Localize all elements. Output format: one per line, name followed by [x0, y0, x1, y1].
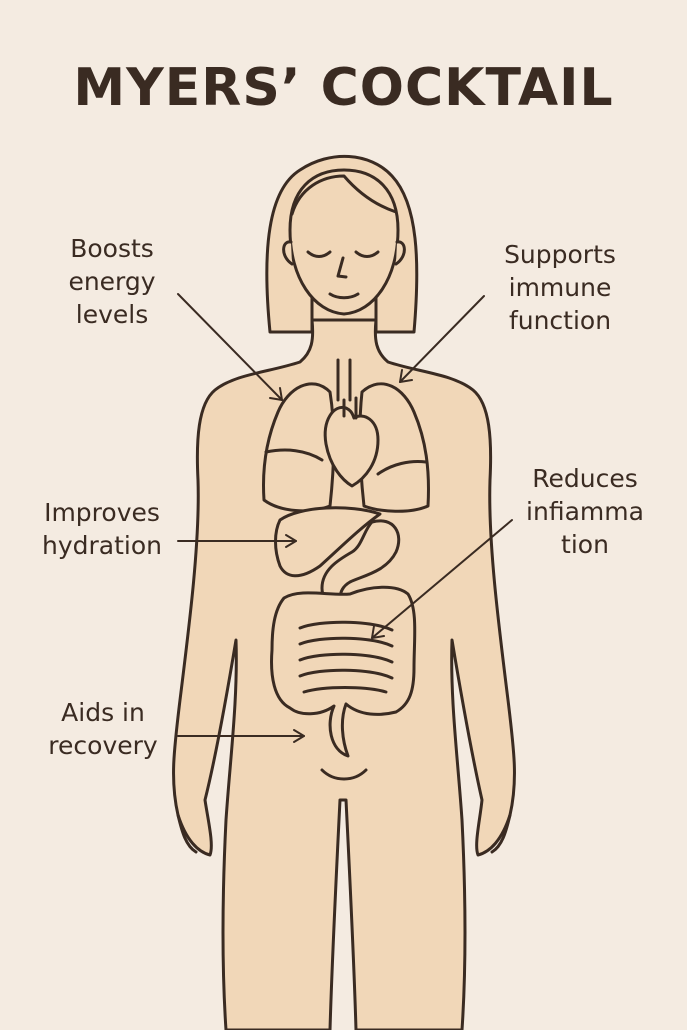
label-improves-hydration: Improves hydration	[42, 498, 162, 560]
arrow-immune	[399, 295, 485, 383]
mouth	[328, 292, 360, 300]
heart	[323, 405, 380, 488]
left-eye	[306, 250, 332, 258]
liver	[274, 506, 382, 578]
right-eye	[354, 250, 380, 258]
poster-title: MYERS’ COCKTAIL	[73, 58, 614, 118]
arrow-inflammation	[371, 519, 513, 639]
label-reduces-inflammation: Reduces infiamma tion	[526, 464, 644, 559]
arrow-energy	[177, 293, 283, 401]
leader-lines	[177, 293, 513, 743]
label-supports-immune: Supports immune function	[504, 240, 616, 335]
label-boosts-energy: Boosts energy levels	[68, 234, 156, 329]
label-aids-recovery: Aids in recovery	[48, 698, 158, 760]
face	[288, 168, 400, 316]
